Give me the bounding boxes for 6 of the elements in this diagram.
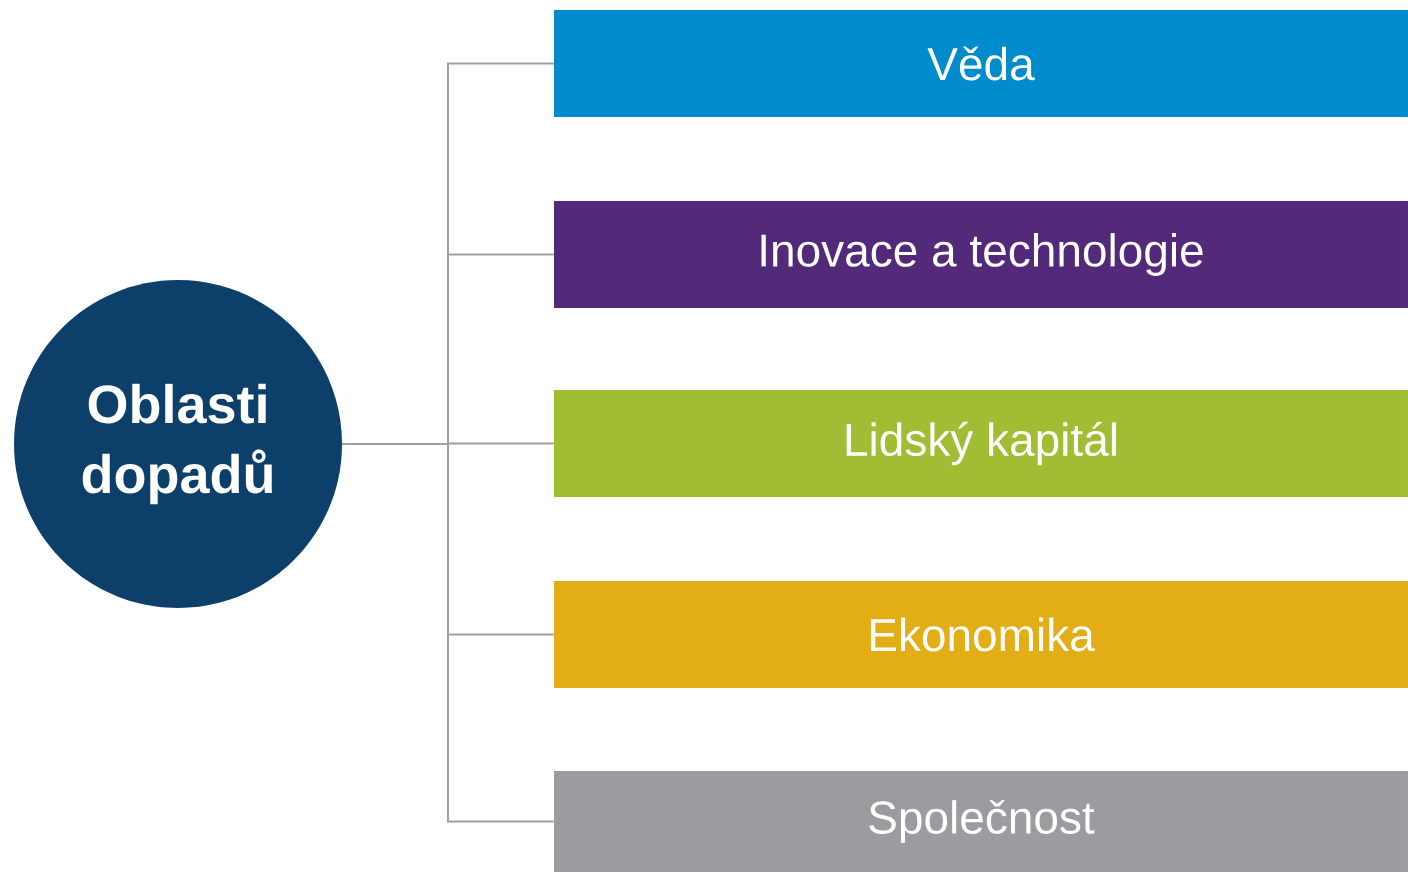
category-box: Věda — [554, 10, 1408, 117]
category-box: Společnost — [554, 771, 1408, 872]
category-box: Ekonomika — [554, 581, 1408, 688]
category-box: Lidský kapitál — [554, 390, 1408, 497]
connector-line — [341, 443, 555, 823]
category-box: Inovace a technologie — [554, 201, 1408, 308]
